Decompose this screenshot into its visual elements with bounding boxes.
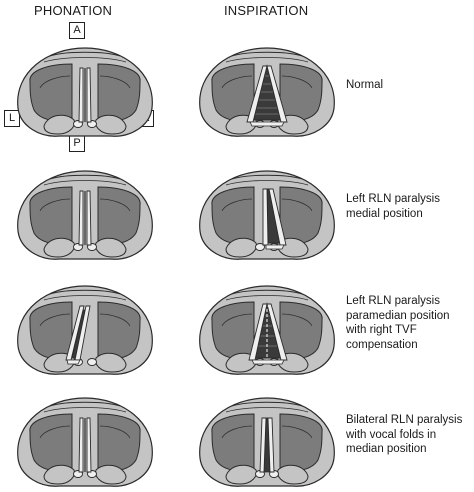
phonation-column-header: PHONATION	[34, 3, 113, 18]
caption-left-rln-medial: Left RLN paralysis medial position	[346, 192, 440, 221]
caption-line: Left RLN paralysis	[346, 295, 440, 307]
larynx-diagram-left-rln-medial-inspiration	[199, 170, 335, 260]
caption-bilateral-rln: Bilateral RLN paralysis with vocal folds…	[346, 413, 462, 457]
larynx-diagram-bilateral-rln-phonation	[17, 397, 153, 487]
caption-line: with right TVF	[346, 324, 417, 336]
anterior-label: A	[69, 22, 85, 39]
caption-line: Left RLN paralysis	[346, 193, 440, 205]
larynx-diagram-left-rln-paramedian-inspiration	[199, 285, 335, 375]
left-label: L	[4, 110, 20, 127]
caption-normal: Normal	[346, 78, 383, 93]
caption-line: Bilateral RLN paralysis	[346, 414, 463, 426]
larynx-diagram-normal-phonation	[17, 47, 153, 137]
larynx-diagram-left-rln-paramedian-phonation	[17, 285, 153, 375]
caption-line: paramedian position	[346, 309, 450, 322]
larynx-diagram-normal-inspiration	[199, 47, 335, 137]
caption-line: medial position	[346, 207, 423, 220]
inspiration-column-header: INSPIRATION	[224, 3, 309, 18]
larynx-diagram-left-rln-medial-phonation	[17, 170, 153, 260]
caption-left-rln-paramedian: Left RLN paralysis paramedian position w…	[346, 294, 450, 352]
caption-line: Normal	[346, 79, 384, 91]
caption-line: with vocal folds in	[346, 428, 437, 441]
caption-line: compensation	[346, 338, 418, 351]
caption-line: median position	[346, 443, 427, 455]
larynx-diagram-bilateral-rln-inspiration	[199, 397, 335, 487]
